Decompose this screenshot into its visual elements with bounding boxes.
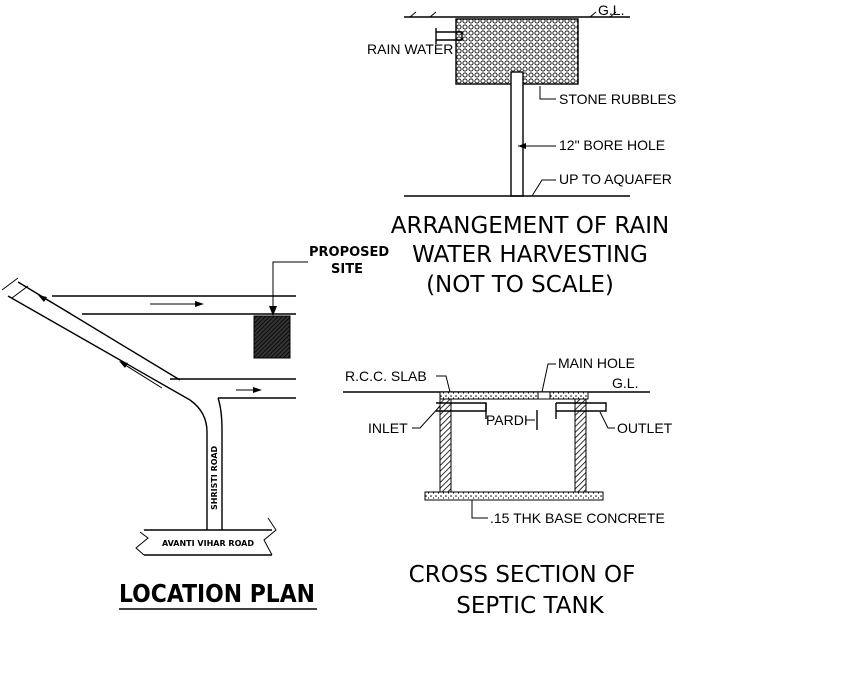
avanti-road-break-marks — [135, 517, 277, 556]
left-wall — [439, 398, 452, 493]
septic-title-line2: SEPTIC TANK — [456, 593, 604, 619]
rcc-slab — [439, 391, 589, 400]
aquifer-leader — [531, 179, 556, 197]
rwh-title-line1: ARRANGEMENT OF RAIN — [391, 213, 669, 239]
proposed-site-leader — [272, 261, 308, 312]
right-wall — [574, 398, 587, 493]
shristi-road-edge-right — [217, 397, 223, 530]
outlet-label: OUTLET — [617, 420, 673, 436]
main-hole-leader — [541, 363, 556, 393]
inlet-leader — [412, 405, 441, 429]
rain-water-pipe — [435, 28, 463, 44]
rwh-title-line3: (NOT TO SCALE) — [426, 272, 614, 298]
main-hole-opening — [537, 391, 551, 400]
diagonal-road-edge-lower — [7, 295, 191, 401]
traffic-arrows — [38, 295, 262, 393]
rcc-slab-label: R.C.C. SLAB — [345, 368, 427, 384]
outlet-pipe — [556, 402, 607, 412]
shristi-road-edge-left — [189, 399, 208, 530]
proposed-site-label-line2: SITE — [331, 262, 363, 277]
rwh-title-line2: WATER HARVESTING — [412, 242, 648, 268]
avanti-vihar-road-label: AVANTI VIHAR ROAD — [162, 539, 254, 548]
aquifer-label: UP TO AQUAFER — [559, 171, 672, 187]
proposed-site-plot — [253, 315, 291, 359]
base-concrete — [424, 491, 604, 501]
pardi-label: PARDI — [486, 412, 528, 428]
bore-hole-label: 12" BORE HOLE — [559, 137, 665, 153]
bore-hole-arrowhead — [518, 143, 526, 149]
inlet-label: INLET — [368, 420, 408, 436]
septic-ground-level-label: G.L. — [612, 375, 638, 391]
proposed-site-arrowhead — [269, 306, 277, 316]
stone-rubbles-leader — [539, 86, 556, 100]
rcc-slab-leader — [436, 375, 451, 393]
outlet-leader — [599, 411, 615, 429]
stone-rubbles-label: STONE RUBBLES — [559, 91, 676, 107]
septic-title-line1: CROSS SECTION OF — [409, 562, 636, 588]
location-plan-title: LOCATION PLAN — [119, 579, 315, 608]
road-break-mark — [1, 277, 29, 299]
base-concrete-leader — [471, 500, 488, 519]
septic-tank-section: G.L. R.C.C. SLAB MAIN HOLE INLET PARDI O… — [343, 355, 673, 619]
ground-hatch — [409, 11, 617, 18]
ground-level-label: G.L. — [598, 2, 624, 18]
rain-water-harvesting-section: G.L. RAIN WATER STONE RUBBLES 12" BORE H… — [367, 2, 676, 298]
base-concrete-label: .15 THK BASE CONCRETE — [490, 510, 665, 526]
main-hole-label: MAIN HOLE — [558, 355, 635, 371]
shristi-road-label: SHRISTI ROAD — [210, 445, 219, 510]
bore-hole — [510, 71, 524, 197]
rain-water-label: RAIN WATER — [367, 41, 453, 57]
proposed-site-label-line1: PROPOSED — [309, 245, 389, 260]
location-plan-section: PROPOSED SITE SHRISTI ROAD AVANTI VIHAR … — [1, 245, 389, 610]
